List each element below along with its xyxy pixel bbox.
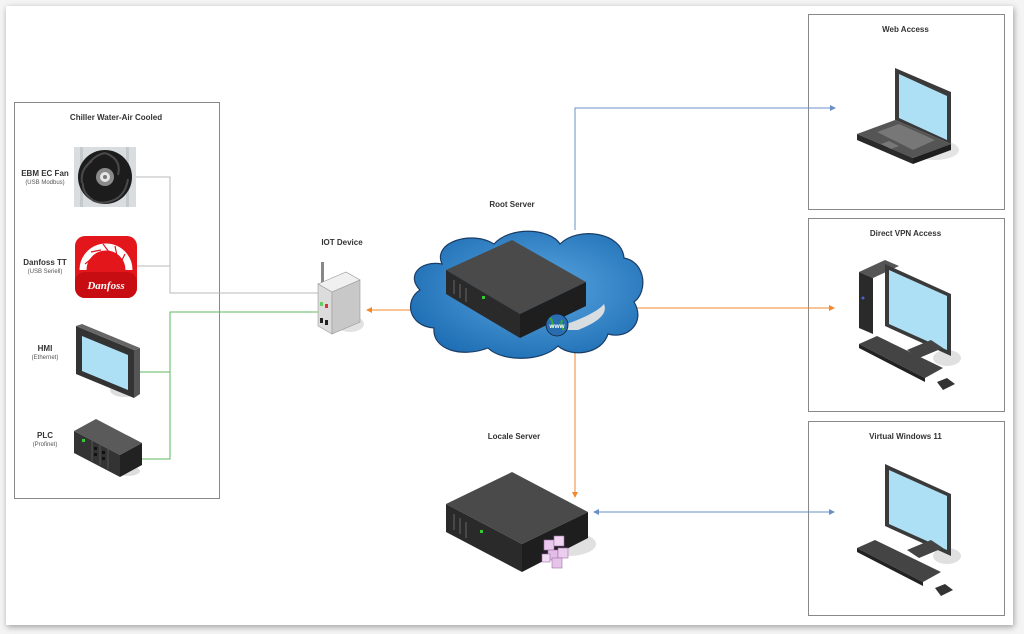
iot-device-label: IOT Device (321, 238, 363, 247)
chiller-group-title: Chiller Water-Air Cooled (69, 113, 163, 122)
server-icon (446, 472, 596, 572)
laptop-icon (857, 68, 959, 164)
svg-text:Danfoss: Danfoss (86, 280, 124, 292)
desktop-tower-icon (859, 260, 961, 390)
virtual-windows-title: Virtual Windows 11 (869, 432, 942, 441)
virtualization-cubes-icon (541, 535, 569, 569)
web-access-title: Web Access (882, 25, 929, 34)
root-server-label: Root Server (489, 200, 535, 209)
danfoss-label: Danfoss TT (23, 258, 67, 267)
fan-label: EBM EC Fan (21, 169, 69, 178)
hmi-label: HMI (37, 344, 53, 353)
plc-label: PLC (37, 431, 53, 440)
plc-icon (74, 419, 142, 477)
plc-protocol: (Profinet) (32, 442, 58, 448)
link-root-web (574, 105, 836, 230)
link-hmi-iot (136, 311, 318, 373)
monitor-icon (857, 464, 961, 596)
cloud-server-icon: www (410, 230, 644, 359)
danfoss-logo-icon: Danfoss (75, 236, 137, 298)
link-plc-iot (140, 372, 171, 460)
fan-protocol: (USB Modbus) (25, 180, 65, 186)
wireless-router-icon (317, 262, 364, 335)
svg-text:www: www (548, 323, 565, 330)
danfoss-protocol: (USB Seriell) (27, 269, 63, 275)
fan-icon (74, 147, 136, 207)
link-fan-iot (136, 176, 318, 294)
hmi-protocol: (Ethernet) (31, 355, 59, 361)
locale-server-label: Locale Server (487, 432, 541, 441)
vpn-access-title: Direct VPN Access (869, 229, 942, 238)
hmi-panel-icon (76, 324, 140, 398)
